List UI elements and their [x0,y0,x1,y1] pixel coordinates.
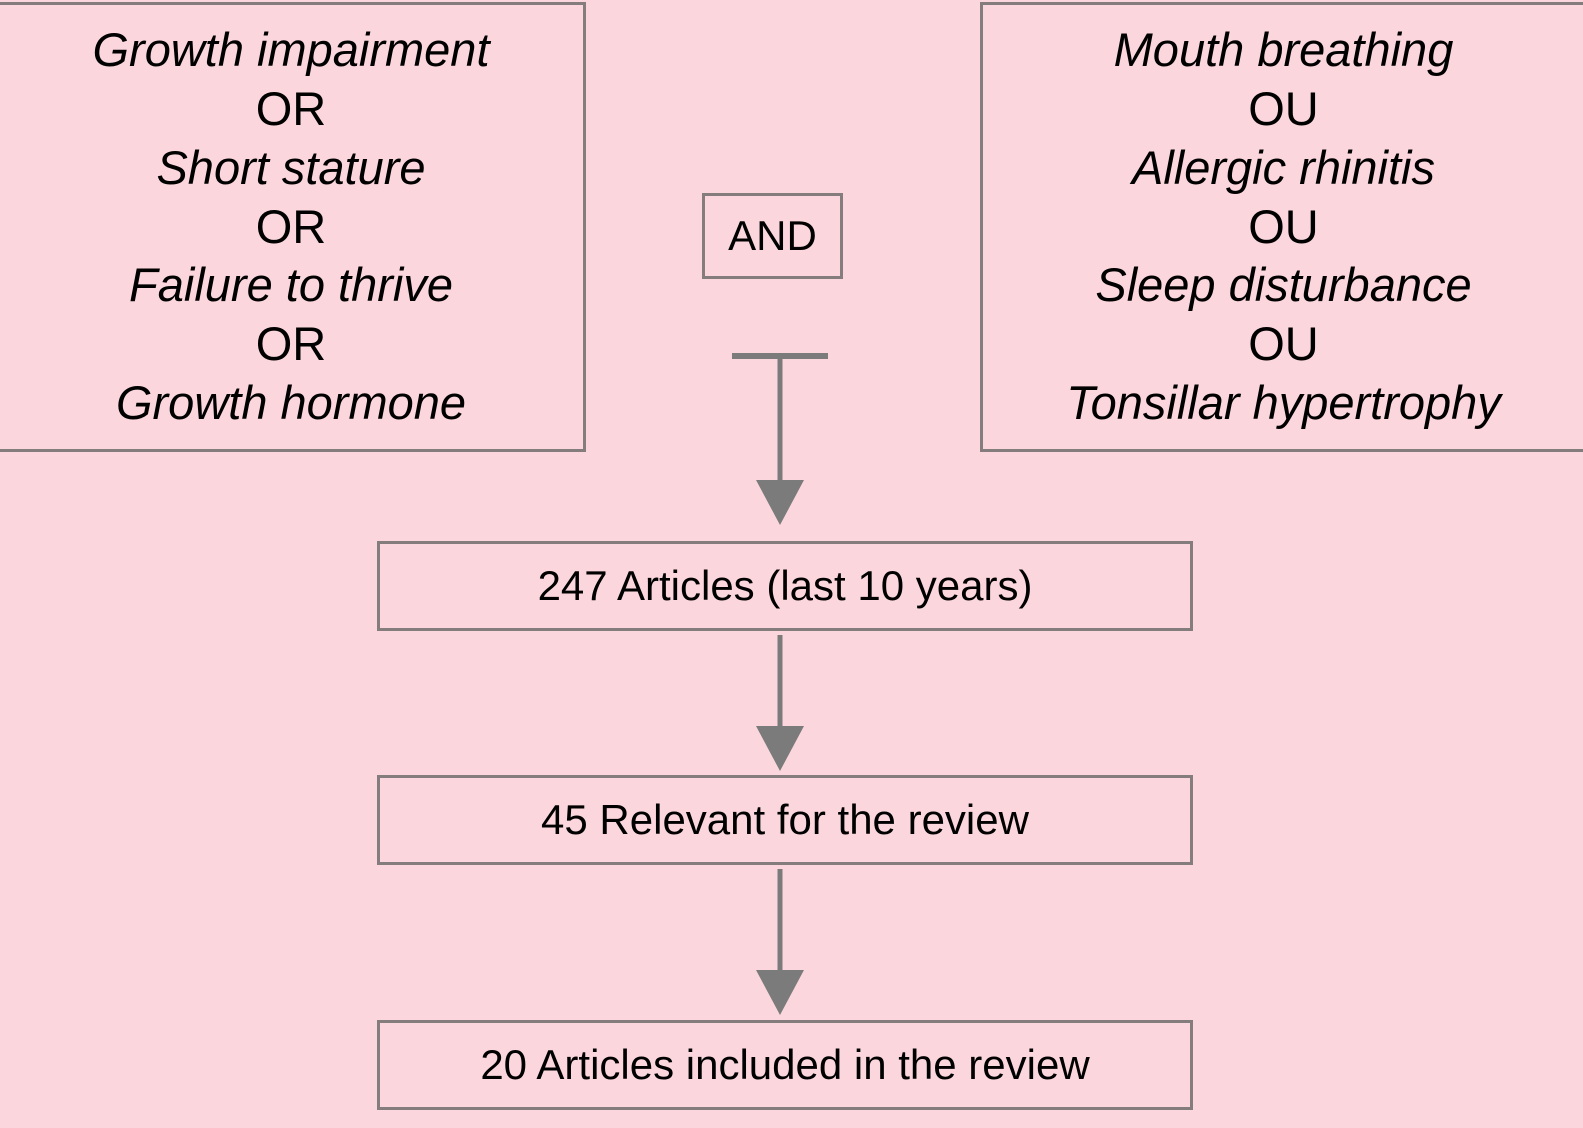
query-operator: OU [1248,317,1319,371]
arrow-and-to-articles-found [727,353,833,525]
query-term: Allergic rhinitis [1132,140,1435,194]
and-connector-box: AND [702,193,843,279]
arrow-tbar [732,353,828,359]
articles-included-box: 20 Articles included in the review [377,1020,1193,1110]
query-term: Failure to thrive [129,258,453,312]
query-term: Sleep disturbance [1095,258,1472,312]
arrow-relevant-to-included [727,869,833,1015]
articles-relevant-box: 45 Relevant for the review [377,775,1193,865]
query-term: Growth hormone [115,376,467,430]
left-query-box: Growth impairment OR Short stature OR Fa… [0,2,586,452]
query-term: Growth impairment [92,22,490,76]
arrow-head [756,970,804,1015]
query-term: Short stature [156,140,426,194]
query-term: Tonsillar hypertrophy [1066,376,1501,430]
arrow-head [756,480,804,525]
query-operator: OU [1248,199,1319,253]
arrow-stem [777,635,783,729]
articles-found-box: 247 Articles (last 10 years) [377,541,1193,631]
arrow-head [756,726,804,771]
query-operator: OR [255,317,327,371]
right-query-box: Mouth breathing OU Allergic rhinitis OU … [980,2,1583,452]
query-operator: OU [1248,81,1319,135]
arrow-stem [777,353,783,483]
query-operator: OR [255,81,327,135]
query-term: Mouth breathing [1113,22,1454,76]
query-operator: OR [255,199,327,253]
arrow-found-to-relevant [727,635,833,771]
arrow-stem [777,869,783,973]
